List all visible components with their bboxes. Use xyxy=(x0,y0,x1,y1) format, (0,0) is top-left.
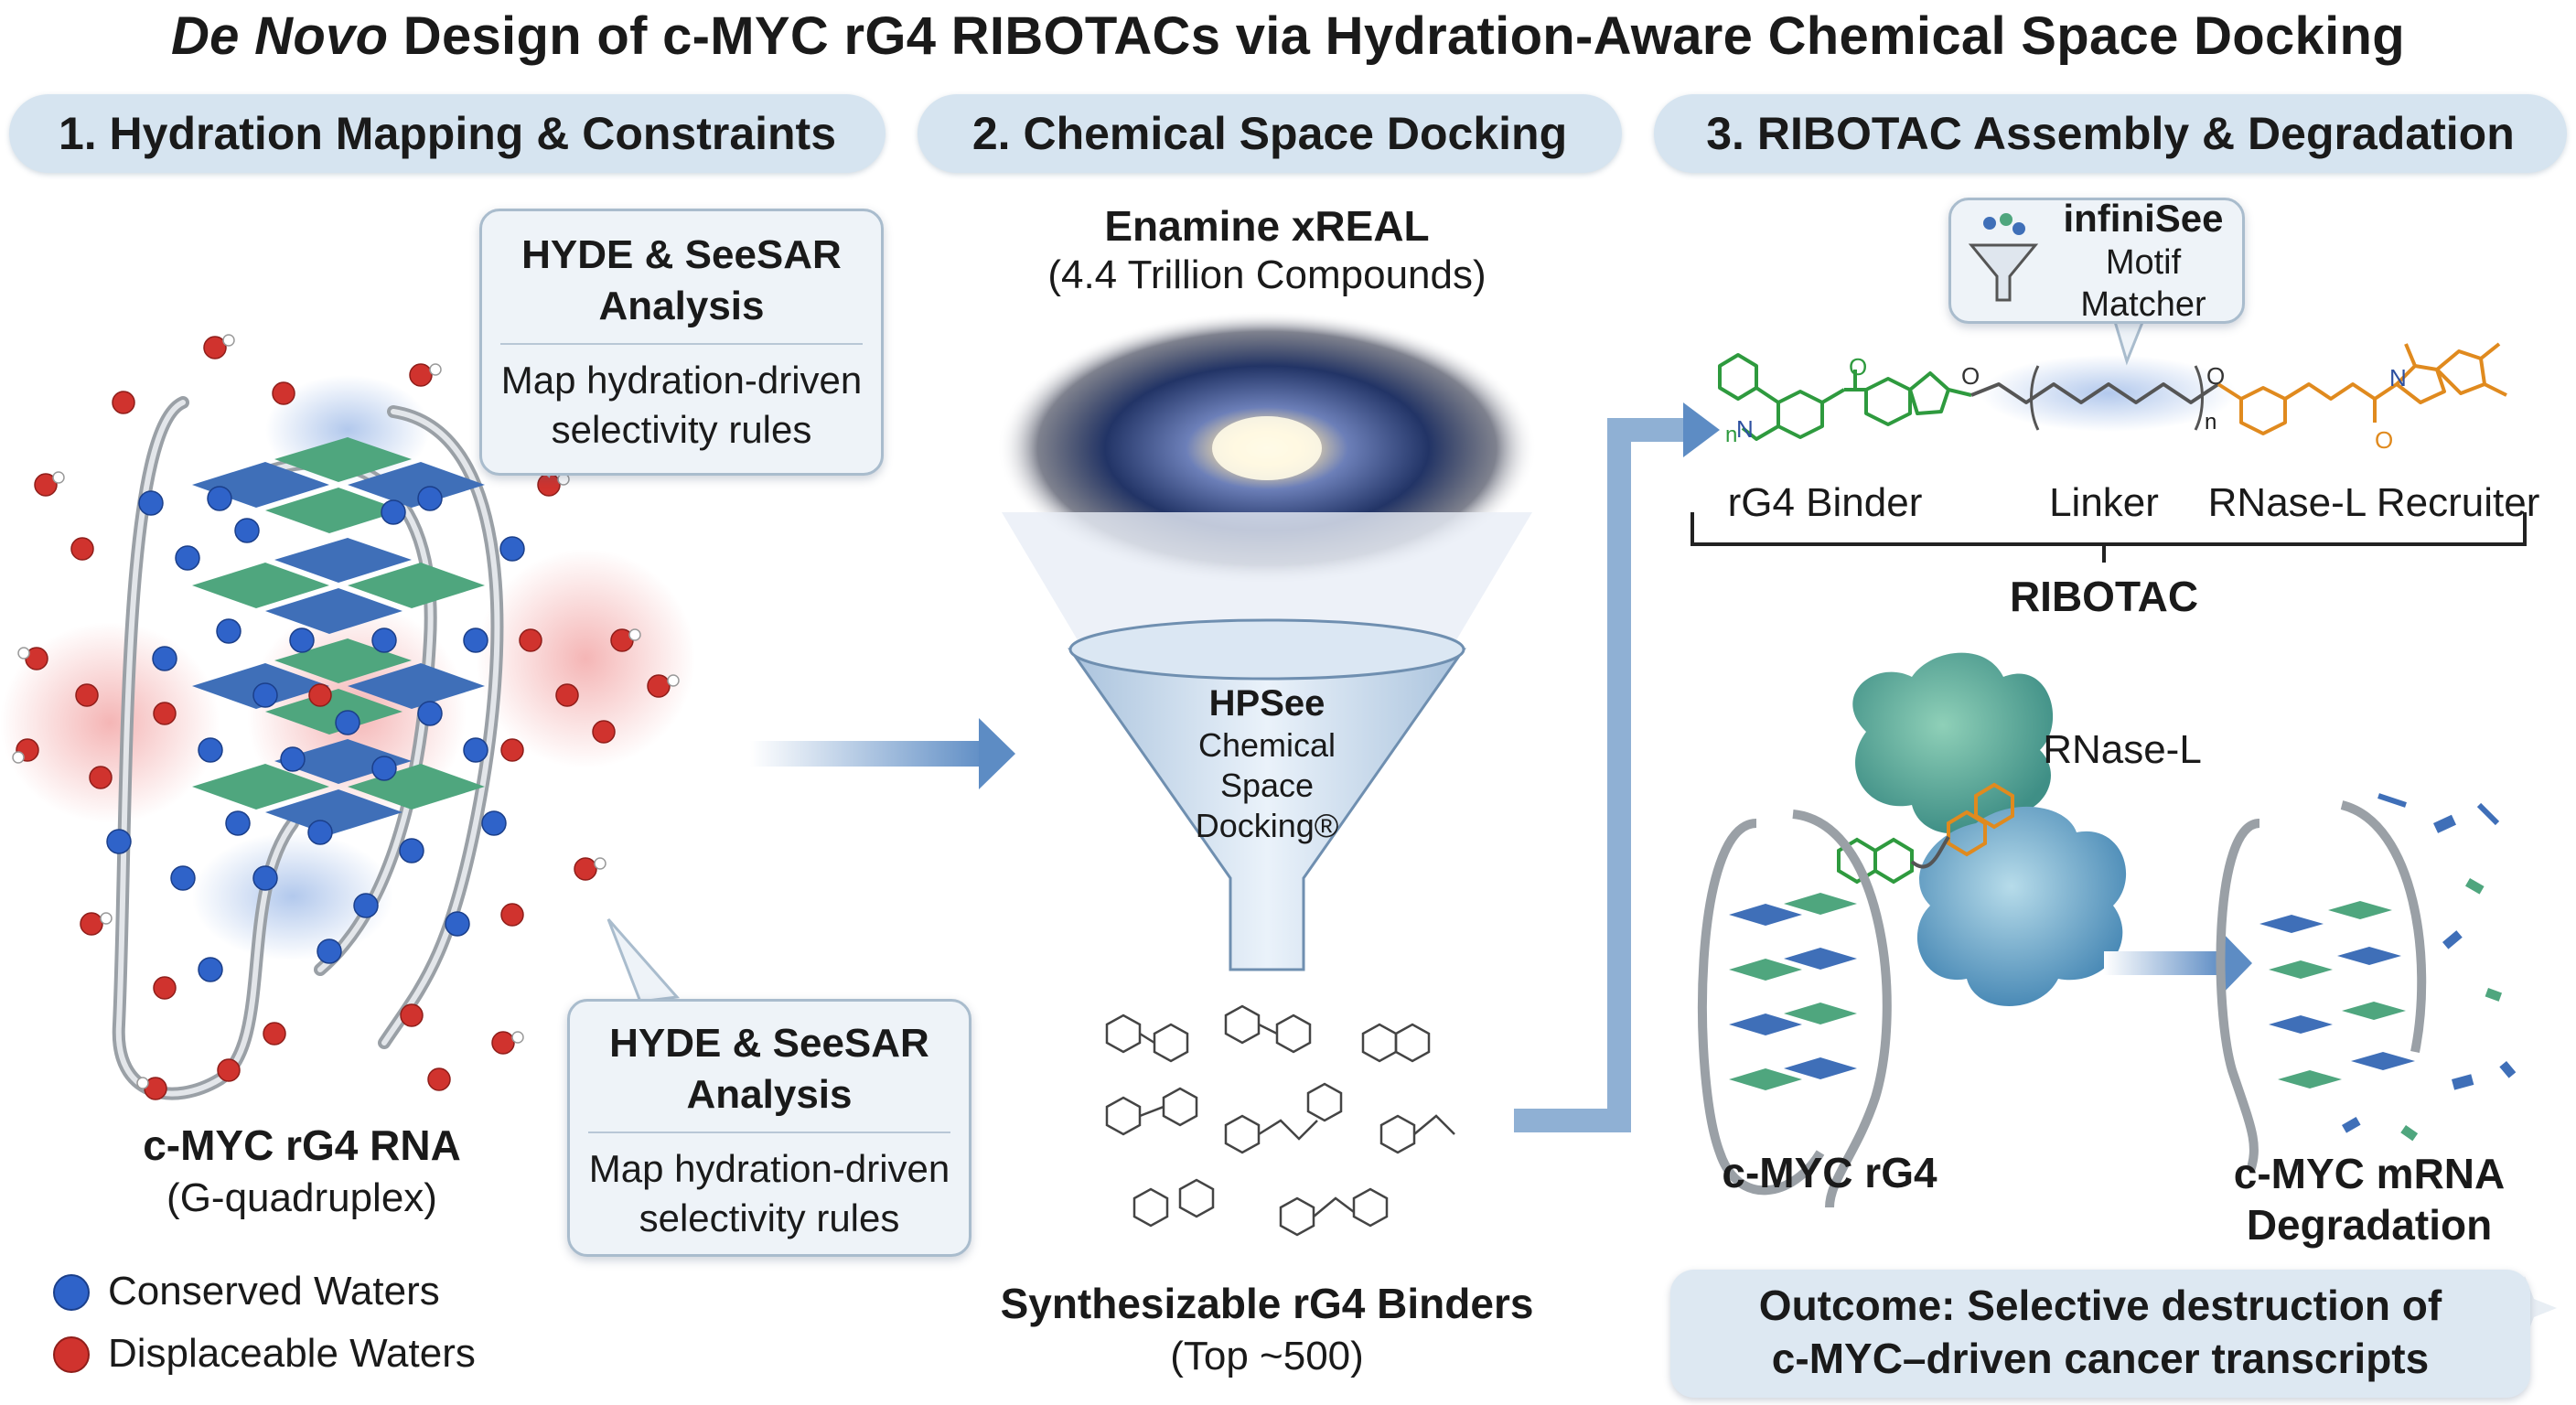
motif-text: infiniSee Motif Matcher xyxy=(2045,196,2242,326)
ribotac-structure xyxy=(1718,342,2507,441)
callout-bottom-body: Map hydration-driven selectivity rules xyxy=(588,1147,950,1239)
callout-bottom-pointer xyxy=(606,918,681,1003)
outcome-line-1: Outcome: Selective destruction of xyxy=(1758,1282,2442,1329)
g-quadruplex-illustration xyxy=(0,334,695,1100)
part-rg4-binder: rG4 Binder xyxy=(1727,480,1923,525)
svg-text:N: N xyxy=(2389,364,2407,391)
part-linker: Linker xyxy=(2049,480,2159,525)
arrow-assembly xyxy=(1514,402,1720,1132)
callout-bottom-divider xyxy=(588,1132,950,1133)
callout-hyde-bottom: HYDE & SeeSAR Analysis Map hydration-dri… xyxy=(567,999,971,1257)
motif-body: Motif Matcher xyxy=(2080,243,2206,324)
legend-displaceable-dot xyxy=(53,1336,90,1373)
ring-n-label: n xyxy=(1725,423,1738,447)
rg4-binder-structure xyxy=(1718,353,1972,441)
legend-displaceable-label: Displaceable Waters xyxy=(108,1331,476,1376)
result-line-1: c-MYC mRNA xyxy=(2233,1150,2506,1197)
legend-conserved-label: Conserved Waters xyxy=(108,1269,440,1314)
rnase-l-recruiter-structure xyxy=(2216,342,2507,435)
funnel-filter-icon xyxy=(1968,213,2039,302)
water-molecules xyxy=(12,334,680,1100)
tetrad-stack xyxy=(192,437,485,835)
title-italic: De Novo xyxy=(170,6,389,66)
outcome-box: Outcome: Selective destruction of c-MYC–… xyxy=(1670,1270,2530,1398)
funnel-text: HPSee Chemical Space Docking® xyxy=(1153,681,1381,846)
binder-molecules xyxy=(1105,1004,1455,1237)
binders-sublabel: (Top ~500) xyxy=(1170,1334,1364,1378)
section-label-3: 3. RIBOTAC Assembly & Degradation xyxy=(1706,108,2515,159)
callout-top-heading: HYDE & SeeSAR Analysis xyxy=(521,232,842,328)
callout-hyde-top: HYDE & SeeSAR Analysis Map hydration-dri… xyxy=(479,209,884,476)
result-label: c-MYC mRNA Degradation xyxy=(2195,1148,2543,1250)
ribotac-label: RIBOTAC xyxy=(2009,573,2199,620)
outcome-line-2: c-MYC–driven cancer transcripts xyxy=(1771,1335,2430,1382)
library-name: Enamine xREAL xyxy=(1104,202,1430,250)
callout-bottom-heading: HYDE & SeeSAR Analysis xyxy=(609,1021,929,1117)
section-header-2: 2. Chemical Space Docking xyxy=(918,94,1622,173)
page-title: De Novo Design of c-MYC rG4 RIBOTACs via… xyxy=(0,5,2576,67)
svg-text:N: N xyxy=(1736,415,1754,443)
legend-conserved-dot xyxy=(53,1274,90,1311)
arrow-docking xyxy=(750,718,1015,789)
result-line-2: Degradation xyxy=(2246,1201,2493,1249)
title-rest: Design of c-MYC rG4 RIBOTACs via Hydrati… xyxy=(388,6,2405,66)
callout-top-divider xyxy=(500,343,863,345)
svg-text:O: O xyxy=(1849,353,1867,381)
rnase-l-enzyme xyxy=(1852,652,2127,1006)
svg-text:O: O xyxy=(1961,362,1980,390)
svg-text:O: O xyxy=(2206,362,2225,390)
section-label-2: 2. Chemical Space Docking xyxy=(971,108,1568,159)
atom-labels: O O O O N N xyxy=(1736,353,2407,454)
rna-label: c-MYC rG4 RNA xyxy=(143,1121,461,1169)
svg-text:O: O xyxy=(2375,426,2393,454)
target-label: c-MYC rG4 xyxy=(1722,1149,1937,1196)
funnel-line-3: Docking® xyxy=(1195,807,1339,844)
section-header-3: 3. RIBOTAC Assembly & Degradation xyxy=(1654,94,2567,173)
arrow-degradation xyxy=(2104,928,2252,998)
section-label-1: 1. Hydration Mapping & Constraints xyxy=(58,108,837,159)
funnel-line-2: Space xyxy=(1219,767,1315,804)
callout-top-body: Map hydration-driven selectivity rules xyxy=(500,359,863,451)
library-size: (4.4 Trillion Compounds) xyxy=(1047,252,1487,297)
ribotac-bound-molecule xyxy=(1837,782,2014,885)
binders-label: Synthesizable rG4 Binders xyxy=(1000,1280,1534,1327)
section-header-1: 1. Hydration Mapping & Constraints xyxy=(9,94,886,173)
hpsee-funnel xyxy=(1068,618,1466,971)
rna-sublabel: (G-quadruplex) xyxy=(166,1175,437,1220)
part-rnase-recruiter: RNase-L Recruiter xyxy=(2207,480,2540,525)
motif-matcher-callout: infiniSee Motif Matcher xyxy=(1948,196,2245,326)
funnel-line-1: Chemical xyxy=(1197,726,1336,764)
degraded-rg4 xyxy=(2216,793,2517,1173)
enzyme-label: RNase-L xyxy=(2043,727,2202,772)
funnel-title: HPSee xyxy=(1208,683,1326,724)
linker-n-label: n xyxy=(2205,410,2217,434)
ribotac-bracket xyxy=(1690,512,2527,563)
bound-rg4 xyxy=(1697,810,1892,1208)
motif-title: infiniSee xyxy=(2063,197,2224,240)
